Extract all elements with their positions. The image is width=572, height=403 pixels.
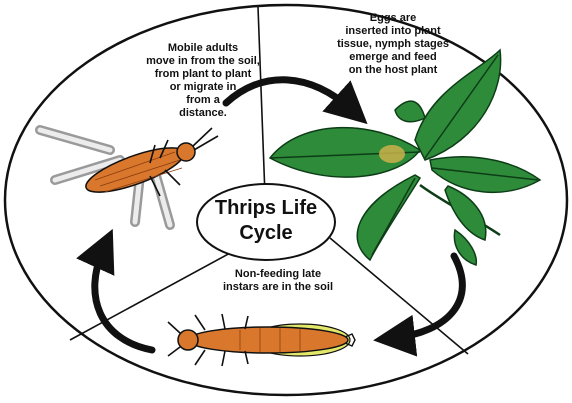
adults-label-line: Mobile adults bbox=[128, 42, 278, 55]
soil-stage-label: Non-feeding late instars are in the soil bbox=[193, 268, 363, 294]
eggs-label-line: inserted into plant bbox=[318, 25, 468, 38]
title-line: Thrips Life bbox=[201, 196, 331, 221]
adults-stage-label: Mobile adults move in from the soil, fro… bbox=[128, 42, 278, 120]
eggs-label-line: tissue, nymph stages bbox=[318, 38, 468, 51]
adults-label-line: move in from the soil, bbox=[128, 55, 278, 68]
adults-label-line: or migrate in bbox=[128, 81, 278, 94]
adults-label-line: from a bbox=[128, 94, 278, 107]
egg-site-spot bbox=[379, 145, 405, 163]
adults-label-line: distance. bbox=[128, 107, 278, 120]
adults-label-line: from plant to plant bbox=[128, 68, 278, 81]
eggs-label-line: Eggs are bbox=[318, 12, 468, 25]
diagram-title: Thrips Life Cycle bbox=[201, 196, 331, 246]
eggs-stage-label: Eggs are inserted into plant tissue, nym… bbox=[318, 12, 468, 77]
eggs-label-line: on the host plant bbox=[318, 64, 468, 77]
soil-label-line: Non-feeding late bbox=[193, 268, 363, 281]
eggs-label-line: emerge and feed bbox=[318, 51, 468, 64]
title-line: Cycle bbox=[201, 221, 331, 246]
soil-label-line: instars are in the soil bbox=[193, 281, 363, 294]
